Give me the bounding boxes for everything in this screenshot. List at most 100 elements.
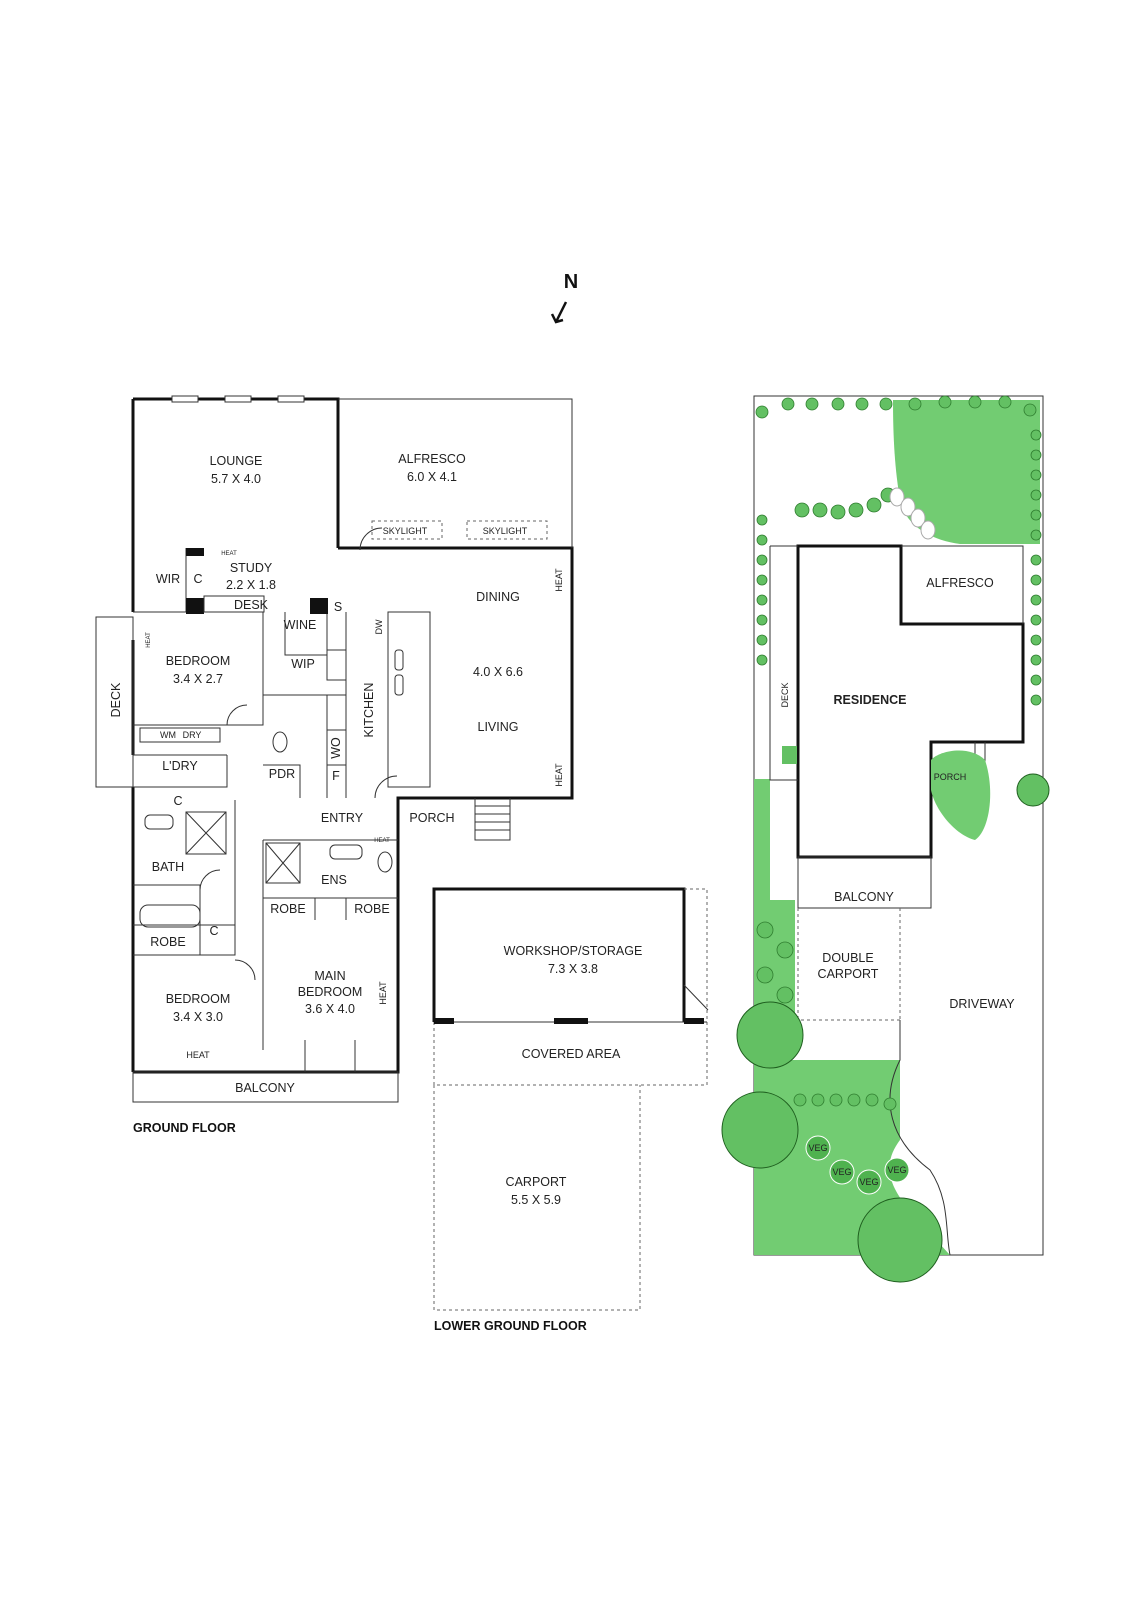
living-dims: 4.0 X 6.6 (473, 665, 523, 679)
alfresco-outline (338, 398, 573, 548)
bath-wall (133, 884, 201, 955)
skylight-1 (371, 520, 443, 540)
lower-ground-floor-plan: WORKSHOP/STORAGE 7.3 X 3.8 COVERED AREA … (432, 887, 709, 1333)
wo-wall (326, 695, 346, 798)
column (554, 1018, 588, 1024)
robe-walls (263, 897, 398, 920)
porch-steps (474, 798, 511, 841)
garden-strip (754, 779, 795, 1020)
covered-area-label: COVERED AREA (522, 1047, 621, 1061)
alfresco-dims: 6.0 X 4.1 (407, 470, 457, 484)
closet-label: C (193, 572, 202, 586)
site-plan: ALFRESCO RESIDENCE DECK PORCH BALCONY DO… (721, 395, 1050, 1283)
study-dims: 2.2 X 1.8 (226, 578, 276, 592)
site-porch-label: PORCH (934, 772, 967, 782)
shower-icon (265, 842, 301, 884)
shower-cross (265, 842, 301, 884)
site-balcony (797, 856, 932, 909)
alfresco-name: ALFRESCO (398, 452, 466, 466)
s-label: S (334, 600, 342, 614)
door-swing (374, 775, 398, 799)
vanity-icon (329, 844, 363, 860)
double-carport-label-1: DOUBLE (822, 951, 873, 965)
bath-label: BATH (152, 860, 184, 874)
door-swing (226, 704, 248, 726)
vanity-icon (144, 814, 174, 830)
veg-bed (829, 1159, 855, 1185)
hedge-left (756, 514, 768, 666)
door-swing (199, 869, 221, 891)
wm-label: WM (160, 730, 176, 740)
skylight-label: SKYLIGHT (483, 526, 528, 536)
heat-label: HEAT (374, 838, 390, 844)
veg-label: VEG (808, 1143, 827, 1153)
carport-name: CARPORT (506, 1175, 567, 1189)
closet-label: C (209, 924, 218, 938)
hedge-arc (794, 487, 896, 520)
wall (133, 612, 264, 726)
laundry-label: L'DRY (162, 759, 198, 773)
dining-label: DINING (476, 590, 520, 604)
cooktop-icon (326, 649, 347, 681)
pdr-label: PDR (269, 767, 295, 781)
site-alfresco-outline (901, 545, 1024, 624)
sink-icon (394, 674, 404, 696)
ground-floor-title: GROUND FLOOR (133, 1121, 236, 1135)
carport-sides (797, 908, 901, 1020)
site-alfresco-label: ALFRESCO (926, 576, 994, 590)
column (310, 598, 328, 614)
main-bedroom-name1: MAIN (314, 969, 345, 983)
stepping-stones (889, 487, 936, 540)
veg-bed (856, 1169, 882, 1195)
shower-icon (185, 811, 227, 855)
shower-cross (185, 811, 227, 855)
entry-label: ENTRY (321, 811, 364, 825)
bedroom2-dims: 3.4 X 3.0 (173, 1010, 223, 1024)
wip-label: WIP (291, 657, 315, 671)
tree (721, 1091, 799, 1169)
hedge-top (755, 395, 1037, 419)
wo-label: WO (329, 737, 343, 759)
lower-ground-title: LOWER GROUND FLOOR (434, 1319, 587, 1333)
lounge-name: LOUNGE (210, 454, 263, 468)
veg-label: VEG (832, 1167, 851, 1177)
robe-label: ROBE (270, 902, 305, 916)
french-doors (304, 1040, 356, 1072)
kitchen-label: KITCHEN (362, 683, 376, 738)
desk-label: DESK (234, 598, 269, 612)
bedroom1-name: BEDROOM (166, 654, 231, 668)
door-swing (359, 527, 383, 551)
balcony-label: BALCONY (235, 1081, 295, 1095)
column (684, 1018, 704, 1024)
kitchen-island (387, 611, 431, 788)
tree (857, 1197, 943, 1283)
heat-label: HEAT (554, 568, 564, 592)
bathtub-icon (139, 904, 201, 928)
ens-wall (262, 839, 398, 1050)
sink-icon (394, 649, 404, 671)
study-name: STUDY (230, 561, 273, 575)
pdr-wall (263, 764, 301, 798)
heat-label: HEAT (554, 763, 564, 787)
window (171, 395, 199, 403)
robe-label: ROBE (354, 902, 389, 916)
north-arrow-icon (550, 301, 568, 324)
driveway-edge (889, 1020, 951, 1256)
skylight-label: SKYLIGHT (383, 526, 428, 536)
main-bedroom-name2: BEDROOM (298, 985, 363, 999)
skylight-2 (466, 520, 548, 540)
column (186, 548, 204, 556)
bedroom1-dims: 3.4 X 2.7 (173, 672, 223, 686)
residence-label: RESIDENCE (834, 693, 907, 707)
workshop-dims: 7.3 X 3.8 (548, 962, 598, 976)
wir-label: WIR (156, 572, 180, 586)
dw-label: DW (374, 619, 384, 634)
veg-label: VEG (859, 1177, 878, 1187)
veg-bed (805, 1135, 831, 1161)
porch-label: PORCH (409, 811, 454, 825)
robe-label: ROBE (150, 935, 185, 949)
desk (203, 595, 265, 613)
hedge-front-left (756, 921, 794, 1004)
north-arrow: N (550, 271, 578, 324)
site-balcony-label: BALCONY (834, 890, 894, 904)
